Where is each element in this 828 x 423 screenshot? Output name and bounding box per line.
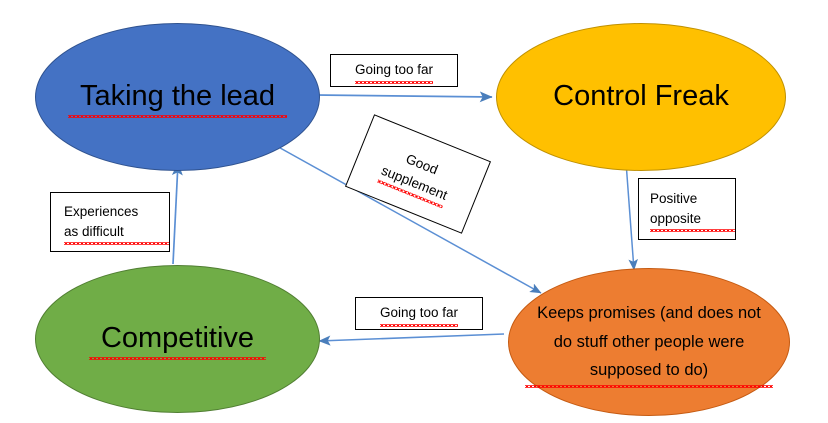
- node-competitive-label: Competitive: [88, 321, 267, 361]
- edge-label-going-too-far-top-text: Going too far: [354, 60, 434, 84]
- node-control-freak-label: Control Freak: [553, 80, 729, 113]
- edge-taking-the-lead-to-control-freak: [315, 91, 493, 103]
- node-control-freak[interactable]: Control Freak: [496, 23, 786, 171]
- edge-label-positive-opposite[interactable]: Positive opposite: [638, 178, 736, 240]
- edge-label-experiences-as-difficult-text: Experiences as difficult: [64, 202, 169, 245]
- edge-competitive-to-taking-the-lead: [171, 162, 183, 265]
- edge-taking-the-lead-to-keeps-promises: [263, 138, 542, 294]
- edge-label-experiences-as-difficult[interactable]: Experiences as difficult: [50, 192, 170, 252]
- node-taking-the-lead[interactable]: Taking the lead: [35, 23, 320, 171]
- edge-label-positive-opposite-text: Positive opposite: [650, 189, 735, 232]
- edge-label-good-supplement-text: Good supplement: [378, 143, 457, 205]
- node-keeps-promises-label: Keeps promises (and does not do stuff ot…: [525, 299, 773, 388]
- edge-control-freak-to-keeps-promises: [625, 161, 638, 271]
- node-keeps-promises[interactable]: Keeps promises (and does not do stuff ot…: [508, 268, 790, 416]
- node-taking-the-lead-label: Taking the lead: [67, 79, 288, 119]
- edge-label-going-too-far-bottom[interactable]: Going too far: [355, 297, 483, 330]
- edge-keeps-promises-to-competitive: [318, 333, 505, 346]
- edge-label-going-too-far-bottom-text: Going too far: [379, 303, 459, 327]
- node-competitive[interactable]: Competitive: [35, 265, 320, 413]
- edge-label-going-too-far-top[interactable]: Going too far: [330, 54, 458, 87]
